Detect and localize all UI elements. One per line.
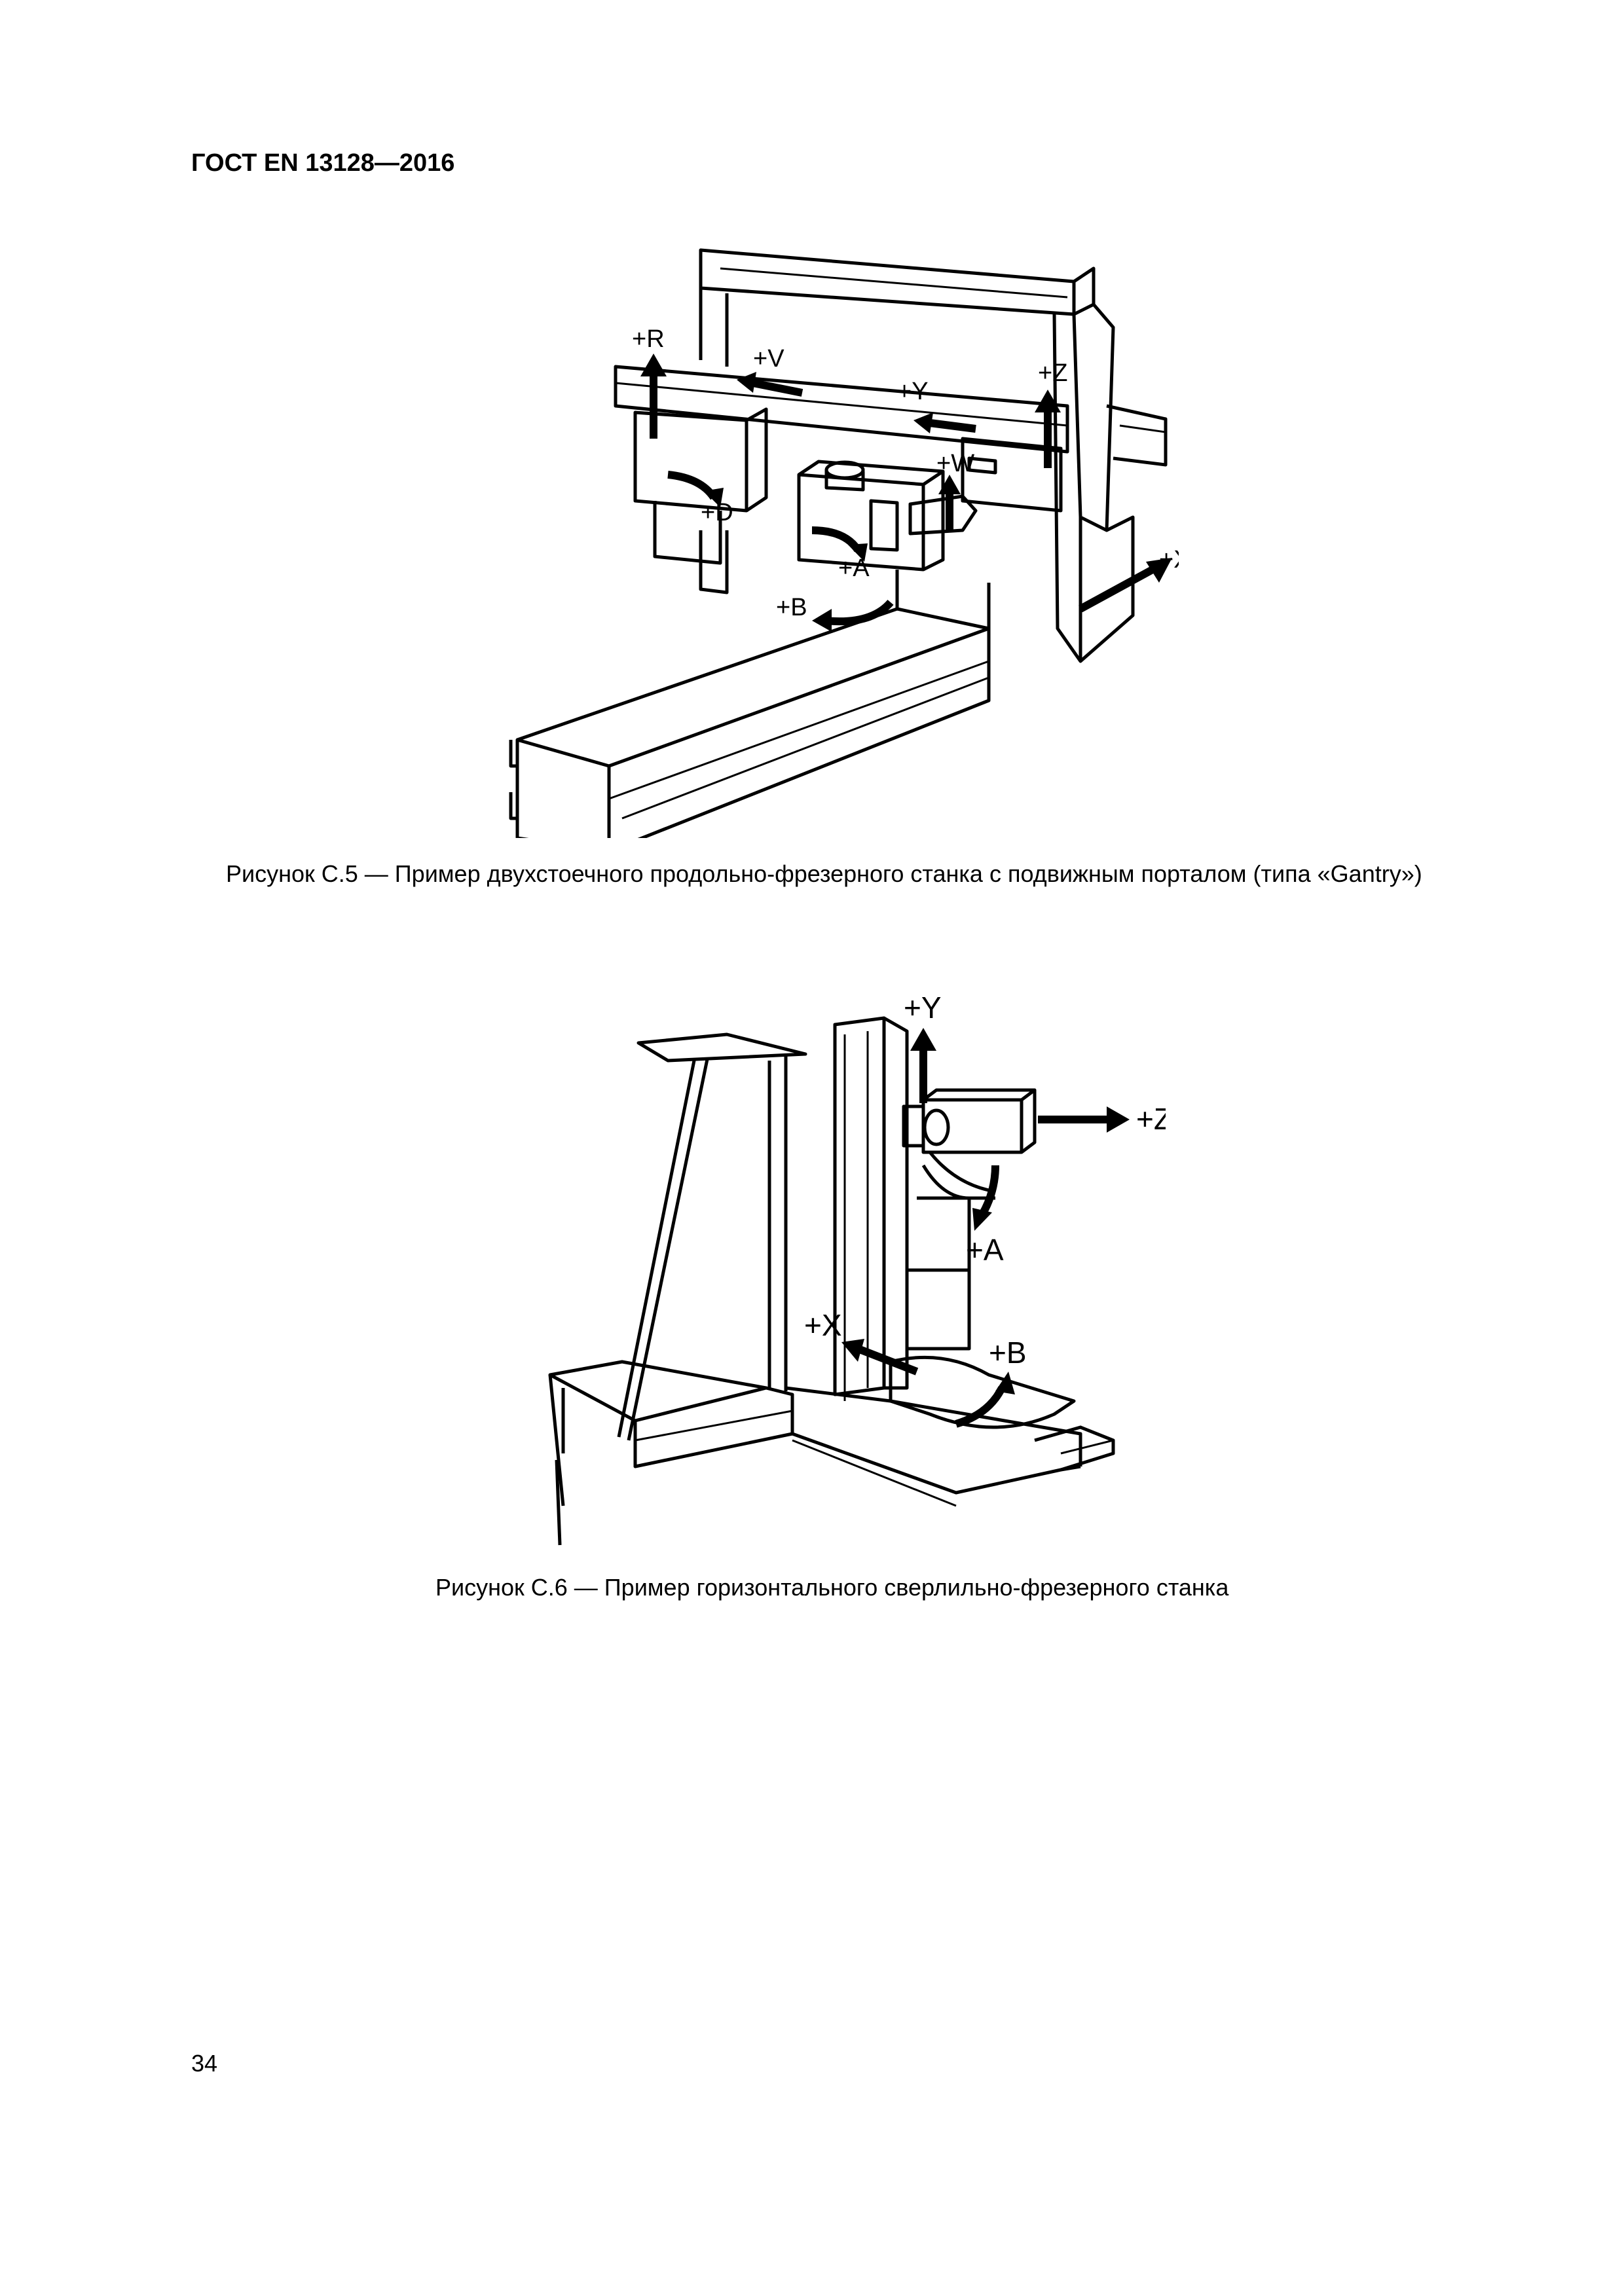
axis-label-b2: +B [989, 1336, 1027, 1370]
page-number: 34 [191, 2050, 218, 2077]
figure2-caption: Рисунок С.6 — Пример горизонтального све… [435, 1574, 1229, 1601]
axis-label-v: +V [753, 345, 784, 373]
axis-label-z2: +Z [1136, 1102, 1166, 1136]
figure1-caption: Рисунок С.5 — Пример двухстоечного продо… [226, 860, 1422, 887]
figure-horizontal-machine: +Y +Z +A +X +B [537, 982, 1166, 1552]
document-header: ГОСТ EN 13128—2016 [191, 149, 455, 177]
axis-label-r: +R [632, 325, 665, 353]
axis-label-d: +D [701, 499, 733, 526]
axis-label-x: +X [1159, 546, 1179, 574]
axis-label-a: +A [838, 555, 870, 582]
axis-label-w: +W [936, 450, 974, 477]
axis-label-x2: +X [804, 1308, 842, 1342]
horizontal-machine-drawing: +Y +Z +A +X +B [548, 991, 1166, 1546]
axis-label-z: +Z [1038, 359, 1067, 387]
axis-label-y2: +Y [904, 991, 942, 1025]
axis-label-y: +Y [897, 378, 929, 405]
figure-gantry-machine: +R +V +Y +Z +W +D +A +B +X [504, 242, 1179, 838]
axis-label-b: +B [776, 594, 807, 621]
gantry-machine-drawing: +R +V +Y +Z +W +D +A +B +X [509, 248, 1179, 838]
axis-label-a2: +A [966, 1233, 1004, 1267]
